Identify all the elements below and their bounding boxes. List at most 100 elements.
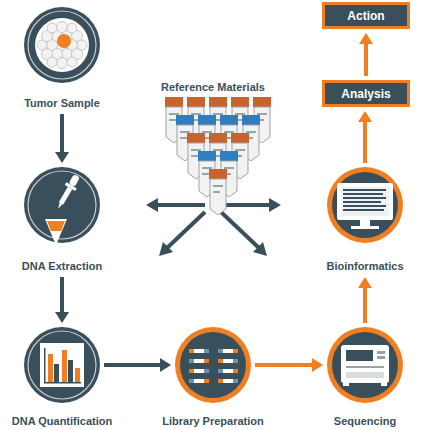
dropper-icon [45,173,82,245]
sequencer-icon [341,345,389,386]
arrow-head [55,312,69,323]
reference-vials [165,97,271,215]
circle-outline [24,167,100,243]
library-icon-part [218,379,223,383]
sequencer-icon-part [343,383,349,386]
tumor-icon-part-part [77,40,87,50]
flow-arrow [255,358,323,372]
box-text: Action [325,5,407,26]
library-icon-part [218,349,223,353]
dropper-icon-part-part [59,187,72,205]
library-icon-part [218,349,238,353]
sequencer-icon-part [377,356,385,359]
reference-arrows-part [221,212,259,248]
tumor-icon-part-part [52,31,63,42]
tumor-icon-part-part [67,57,77,67]
flow-arrow [55,277,69,323]
sequencer-icon-part [341,345,389,383]
tumor-icon-part [35,18,89,72]
arrow-head [359,33,373,44]
monitor-icon [337,183,393,229]
library-icon-part [218,359,238,363]
bar-chart-icon-part [44,382,81,384]
library-icon-part [189,379,209,383]
library-icon-part [218,369,223,373]
bar-chart-icon-part [48,354,53,382]
library-icon-part [233,359,238,363]
arrow-head [358,111,372,122]
tumor-icon-part-part [57,22,68,33]
tumor-icon-part-part [42,31,53,42]
circle-fill [24,167,100,243]
library-icon-part [204,349,209,353]
sequencer-icon-part [381,383,387,386]
tumor-icon-part-part [47,23,57,33]
bar-chart-icon [40,343,84,387]
flow-arrow [104,358,171,372]
bar-chart-icon-part [54,364,59,382]
sequencer-icon-part [346,366,384,368]
process-circle: Sequencing [327,327,403,403]
arrow-line [60,114,64,154]
arrow-head [358,277,372,288]
dropper-icon-part-part [57,203,63,210]
tumor-icon-part-part [47,40,58,51]
arrow-head [55,152,69,163]
flow-arrow [55,114,69,163]
dropper-icon-part-part [65,182,77,191]
circle-outline [175,327,251,403]
library-icon-part [218,359,223,363]
section-label: Reference Materials [161,81,265,94]
circle-fill [24,327,100,403]
monitor-icon-part [343,205,386,207]
reference-vials-part [209,169,227,215]
node-label: DNA Extraction [22,260,102,273]
library-icon-part [189,369,194,373]
library-icon-part [189,349,209,353]
circle-ring [327,327,403,403]
circle-outline [327,167,403,243]
circle-fill [180,332,246,398]
circle-ring [327,167,403,243]
library-icon-part [204,369,209,373]
reference-arrows-part [146,198,158,212]
tumor-icon-part [37,22,87,69]
tumor-icon-part-part [62,49,73,60]
tumor-icon-part-part [57,58,68,69]
circle-fill [332,332,398,398]
process-circle: Bioinformatics [327,167,403,243]
library-icon-part [204,359,209,363]
tumor-icon-part-part [67,23,77,33]
tumor-icon [35,18,89,72]
library-icon-part [189,359,209,363]
arrow-line [363,120,367,163]
monitor-icon-part [341,187,389,216]
flow-arrow [359,33,373,76]
reference-arrows-part [269,198,281,212]
node-label: Library Preparation [162,415,263,428]
arrow-head [312,358,323,372]
tumor-icon-part-part [47,57,57,67]
monitor-icon-part [360,220,370,226]
library-icon-part [218,369,238,373]
circle-fill [332,172,398,238]
flow-arrow [358,277,372,323]
dropper-icon-part [53,173,82,212]
tumor-icon-part-part [52,49,63,60]
flow-arrow [358,111,372,163]
tumor-icon-part-part [37,40,47,50]
circle-ring [175,327,251,403]
reference-arrows-part [167,212,205,248]
node-label: Tumor Sample [24,97,100,110]
monitor-icon-part [337,183,393,220]
dropper-icon-part [45,219,67,245]
circle-inner-ring [28,11,96,79]
library-icon-part [189,359,194,363]
bar-chart-icon-part [44,348,46,383]
process-circle: Tumor Sample [24,7,100,83]
process-circle: Library Preparation [175,327,251,403]
library-icon-part [218,379,238,383]
tumor-icon-part-part [42,49,53,60]
